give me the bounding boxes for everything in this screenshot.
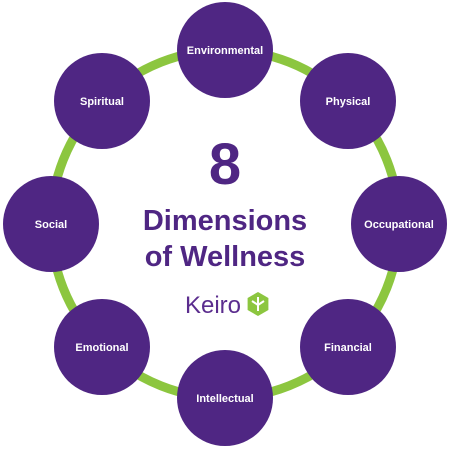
dimension-label-financial: Financial (324, 342, 372, 354)
dimension-nodes: EnvironmentalPhysicalOccupationalFinanci… (3, 2, 447, 446)
dimension-circle-occupational (351, 176, 447, 272)
center-title-line-2: of Wellness (145, 241, 306, 273)
dimension-node-physical: Physical (300, 53, 396, 149)
dimension-label-intellectual: Intellectual (196, 393, 253, 405)
dimension-node-emotional: Emotional (54, 299, 150, 395)
dimension-node-intellectual: Intellectual (177, 350, 273, 446)
dimension-circle-physical (300, 53, 396, 149)
keiro-hexagon-leaf-icon (247, 292, 269, 316)
dimension-label-spiritual: Spiritual (80, 96, 124, 108)
dimension-node-environmental: Environmental (177, 2, 273, 98)
dimension-label-environmental: Environmental (187, 45, 263, 57)
dimension-label-emotional: Emotional (75, 342, 128, 354)
dimension-label-social: Social (35, 219, 67, 231)
dimension-circle-social (3, 176, 99, 272)
dimension-circle-environmental (177, 2, 273, 98)
dimension-circle-intellectual (177, 350, 273, 446)
dimension-node-financial: Financial (300, 299, 396, 395)
dimension-circle-emotional (54, 299, 150, 395)
dimension-label-physical: Physical (326, 96, 371, 108)
dimension-circle-financial (300, 299, 396, 395)
dimension-node-occupational: Occupational (351, 176, 447, 272)
dimension-node-social: Social (3, 176, 99, 272)
logo-leaf-lines (251, 297, 265, 311)
dimension-circle-spiritual (54, 53, 150, 149)
dimension-label-occupational: Occupational (364, 219, 434, 231)
dimension-node-spiritual: Spiritual (54, 53, 150, 149)
brand-name: Keiro (185, 292, 241, 319)
center-title-line-1: Dimensions (143, 205, 307, 237)
center-number: 8 (209, 132, 241, 197)
